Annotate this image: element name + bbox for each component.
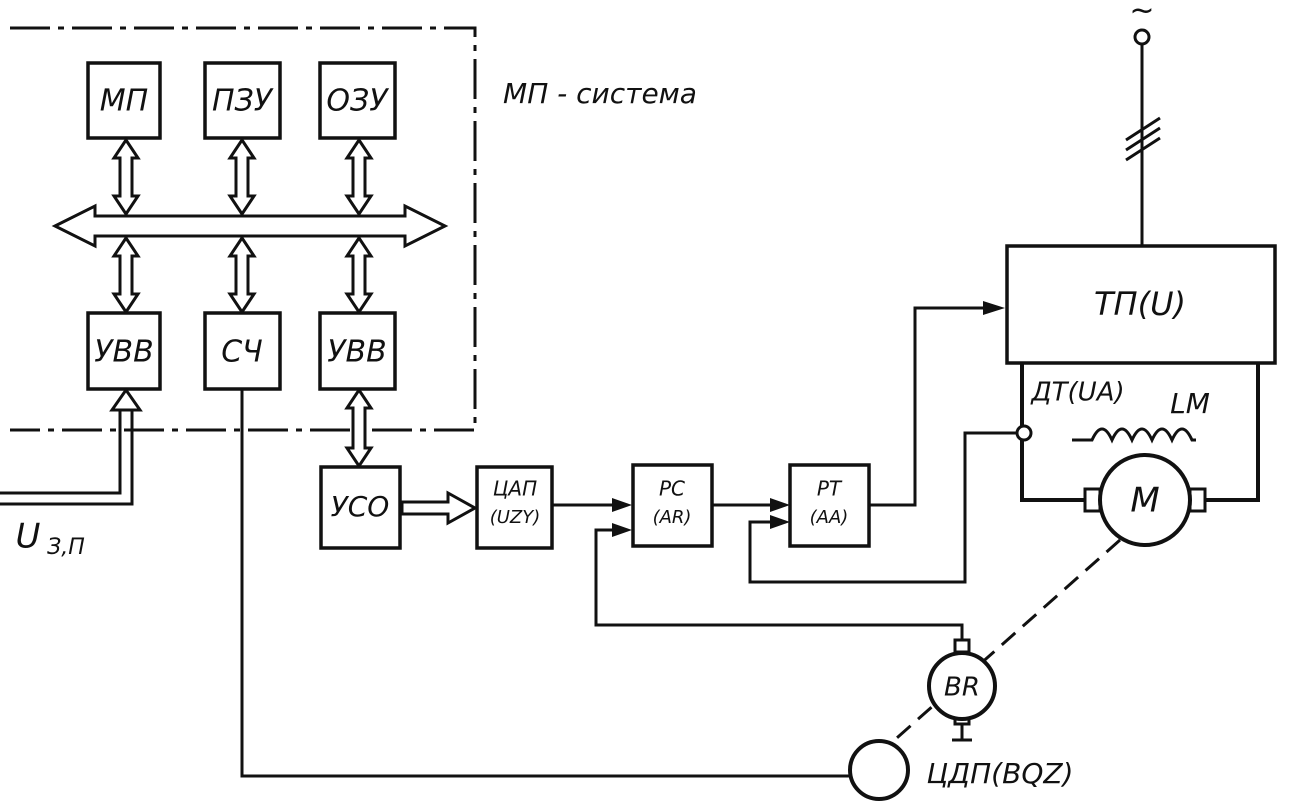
ozu-block: ОЗУ — [318, 61, 397, 140]
mp-block: МП — [86, 61, 162, 140]
svg-text:ДТ(UA): ДТ(UA) — [1030, 378, 1124, 408]
counter-wire — [240, 389, 850, 778]
u-input-line — [0, 387, 143, 506]
current-feedback-wire — [748, 431, 1017, 584]
svg-text:УВВ: УВВ — [94, 335, 153, 370]
uso-to-cap-arrow — [400, 490, 479, 526]
armature-circuit — [1020, 363, 1260, 502]
field-winding: LM — [1072, 387, 1210, 444]
svg-text:(AR): (AR) — [653, 507, 692, 528]
uvv-block-right: УВВ — [318, 311, 397, 391]
cap-block: ЦАП (UZY) — [475, 465, 554, 550]
svg-text:ЦАП: ЦАП — [493, 477, 537, 501]
svg-text:З,П: З,П — [47, 535, 85, 560]
rs-to-rt-arrowhead — [770, 498, 790, 512]
svg-text:ОЗУ: ОЗУ — [326, 84, 389, 119]
svg-text:УВВ: УВВ — [327, 335, 386, 370]
u-input-label: U З,П — [16, 517, 85, 561]
svg-text:~: ~ — [1129, 0, 1154, 29]
current-feedback-arrowhead — [770, 515, 790, 529]
pzu-block: ПЗУ — [203, 61, 282, 140]
svg-text:МП: МП — [100, 84, 148, 119]
sch-block: СЧ — [203, 311, 282, 391]
svg-text:РС: РС — [659, 477, 685, 501]
rt-to-tp-arrowhead — [983, 301, 1005, 315]
mechanical-shaft — [871, 538, 1121, 762]
svg-text:U: U — [16, 517, 41, 557]
speed-feedback-arrowhead — [612, 523, 632, 537]
uvv-block-left: УВВ — [86, 311, 162, 391]
tp-block: ТП(U) — [1005, 244, 1277, 365]
svg-text:ТП(U): ТП(U) — [1094, 285, 1186, 323]
ac-supply: ~ — [1125, 0, 1161, 246]
svg-text:РТ: РТ — [817, 477, 843, 501]
position-sensor: ЦДП(BQZ) — [848, 739, 1074, 801]
svg-text:ПЗУ: ПЗУ — [212, 84, 274, 119]
bus-connectors — [111, 137, 374, 469]
mp-system-label: МП - система — [503, 77, 697, 110]
rt-block: РТ (AA) — [788, 463, 871, 548]
rt-to-tp-wire — [869, 306, 1000, 507]
speed-feedback-wire — [594, 528, 964, 640]
current-sensor: ДТ(UA) — [1015, 378, 1125, 442]
rs-block: РС (AR) — [631, 463, 714, 548]
tachogenerator: BR — [927, 638, 997, 742]
svg-text:M: M — [1130, 481, 1159, 521]
svg-text:ЦДП(BQZ): ЦДП(BQZ) — [927, 757, 1074, 790]
uso-block: УСО — [319, 465, 402, 550]
svg-text:УСО: УСО — [331, 490, 390, 523]
svg-text:(UZY): (UZY) — [490, 507, 541, 528]
svg-text:(AA): (AA) — [810, 507, 849, 528]
svg-text:BR: BR — [944, 673, 980, 703]
svg-text:LM: LM — [1170, 387, 1210, 420]
system-bus-arrow — [51, 203, 449, 249]
cap-to-rs-arrowhead — [612, 498, 632, 512]
motor: M — [1083, 453, 1207, 547]
svg-text:СЧ: СЧ — [221, 335, 263, 370]
